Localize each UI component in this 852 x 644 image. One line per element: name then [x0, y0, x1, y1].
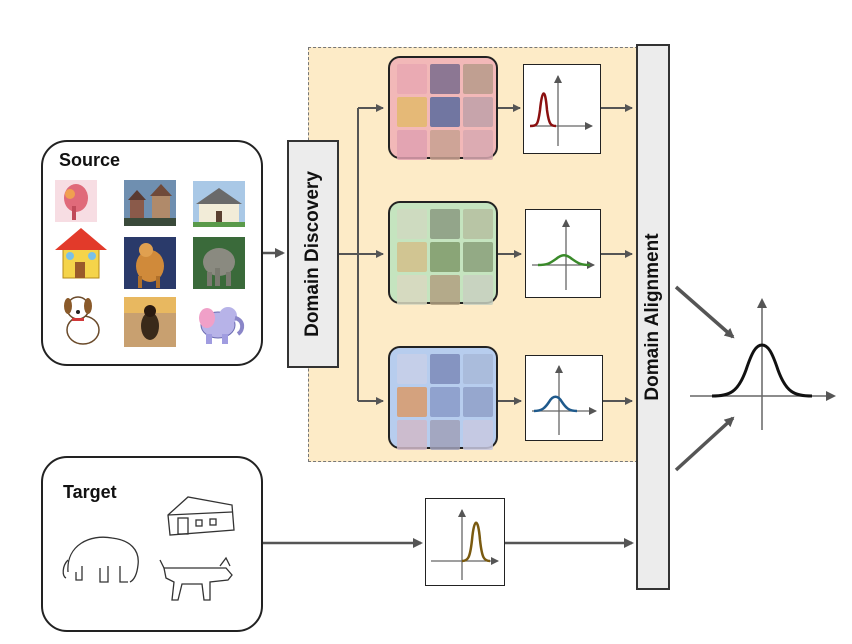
- curve-red: [529, 92, 557, 128]
- domain-alignment-bar: Domain Alignment: [636, 44, 670, 590]
- distribution-plot-blue: [525, 355, 603, 441]
- cluster-blue: [388, 346, 498, 450]
- cluster-green-thumb-1: [397, 209, 427, 239]
- dog-sketch-icon: [159, 556, 233, 601]
- houses-painting-icon: [124, 180, 176, 226]
- source-title: Source: [59, 150, 121, 170]
- branch-arrows: [339, 104, 633, 405]
- plot-red-axes: [530, 75, 593, 146]
- elephant-sketch-icon: [62, 536, 139, 583]
- cluster-red-thumb-4: [397, 97, 427, 127]
- cluster-green-thumb-8: [430, 275, 460, 305]
- cluster-red-thumb-2: [430, 64, 460, 94]
- domain-discovery-bar: Domain Discovery: [287, 140, 339, 368]
- cluster-red-thumb-9: [463, 130, 493, 160]
- cluster-blue-thumb-1: [397, 354, 427, 384]
- cluster-green-thumb-9: [463, 275, 493, 305]
- cluster-green-thumb-2: [430, 209, 460, 239]
- cluster-red-thumb-7: [397, 130, 427, 160]
- dog-cartoon-icon: [64, 296, 100, 345]
- house-cartoon-icon: [55, 228, 107, 279]
- cluster-blue-thumb-3: [463, 354, 493, 384]
- cluster-red-thumb-5: [430, 97, 460, 127]
- house-photo-icon: [193, 181, 245, 227]
- distribution-plot-red: [523, 64, 601, 154]
- plot-target-axes: [431, 509, 499, 580]
- cluster-green-thumb-4: [397, 242, 427, 272]
- cluster-red-thumb-3: [463, 64, 493, 94]
- curve-aligned: [711, 343, 813, 398]
- target-box: Target: [41, 456, 263, 632]
- arrow-alignment-down: [674, 416, 735, 472]
- dog-painting-icon: [124, 237, 176, 289]
- cluster-red: [388, 56, 498, 160]
- cluster-blue-thumb-7: [397, 420, 427, 450]
- elephant-painting-icon: [55, 180, 97, 222]
- elephant-photo-icon: [193, 237, 245, 289]
- cluster-blue-thumb-4: [397, 387, 427, 417]
- cluster-red-thumb-6: [463, 97, 493, 127]
- cluster-red-thumb-8: [430, 130, 460, 160]
- curve-green: [537, 254, 591, 267]
- source-images: [55, 180, 245, 347]
- cluster-green: [388, 201, 498, 305]
- house-sketch-icon: [167, 496, 235, 536]
- target-title: Target: [63, 482, 117, 502]
- curve-target: [461, 521, 491, 563]
- cluster-blue-thumb-9: [463, 420, 493, 450]
- plot-blue-axes: [532, 365, 597, 435]
- cluster-green-thumb-5: [430, 242, 460, 272]
- cluster-green-thumb-3: [463, 209, 493, 239]
- cluster-blue-thumb-5: [430, 387, 460, 417]
- cluster-green-thumb-6: [463, 242, 493, 272]
- arrow-alignment-up: [674, 285, 735, 339]
- elephant-cartoon-icon: [199, 307, 245, 344]
- cluster-blue-thumb-6: [463, 387, 493, 417]
- target-sketches: [62, 496, 235, 601]
- cluster-blue-thumb-8: [430, 420, 460, 450]
- cluster-blue-thumb-2: [430, 354, 460, 384]
- cluster-green-thumb-7: [397, 275, 427, 305]
- cluster-red-thumb-1: [397, 64, 427, 94]
- dog-photo-icon: [124, 297, 176, 347]
- curve-blue: [533, 395, 578, 413]
